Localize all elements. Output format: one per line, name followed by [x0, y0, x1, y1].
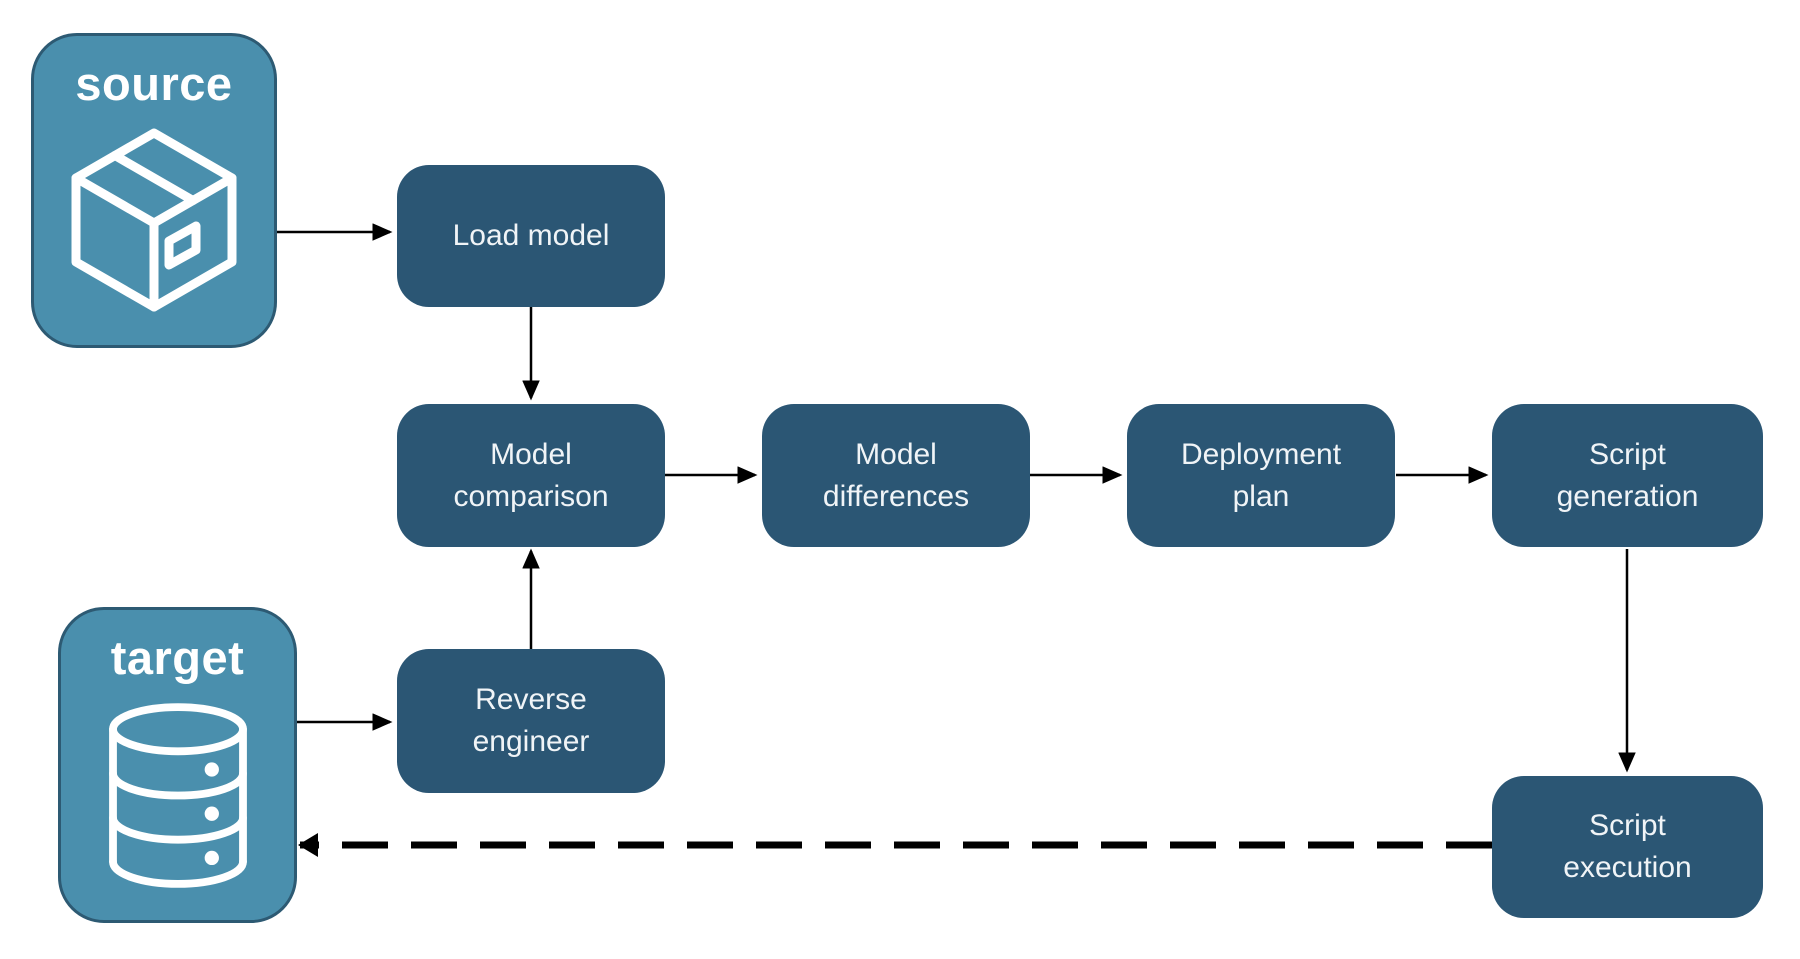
reverse-engineer-label: Reverse engineer	[472, 683, 590, 758]
node-deployment-plan: Deployment plan	[1127, 404, 1395, 547]
node-target: target	[58, 607, 297, 923]
node-reverse-engineer: Reverse engineer	[397, 649, 665, 793]
node-load-model: Load model	[397, 165, 665, 307]
node-script-execution: Script execution	[1492, 776, 1763, 918]
node-model-comparison: Model comparison	[397, 404, 665, 547]
package-icon	[71, 128, 237, 312]
model-comparison-label: Model comparison	[453, 437, 609, 513]
deployment-plan-label: Deployment plan	[1180, 437, 1342, 513]
source-label: source	[75, 57, 233, 110]
node-script-generation: Script generation	[1492, 404, 1763, 547]
script-generation-label: Script generation	[1556, 437, 1699, 513]
script-execution-label: Script execution	[1563, 809, 1692, 884]
load-model-label: Load model	[452, 219, 610, 252]
model-differences-label: Model differences	[822, 437, 970, 513]
node-source: source	[31, 33, 277, 348]
database-icon	[108, 702, 247, 888]
node-model-differences: Model differences	[762, 404, 1030, 547]
target-label: target	[110, 631, 245, 684]
